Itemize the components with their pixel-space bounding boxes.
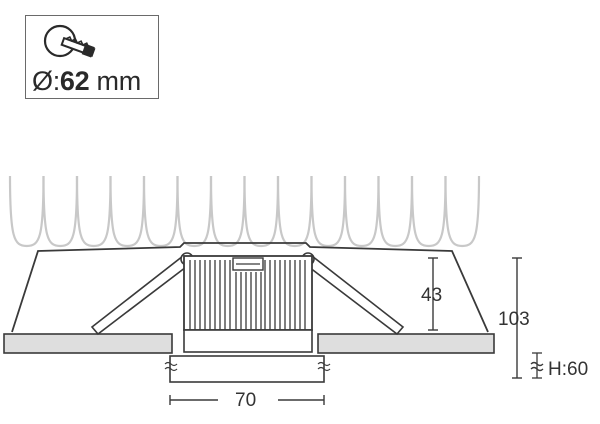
insulation-loop: [276, 175, 313, 248]
insulation-loop: [377, 175, 414, 248]
insulation-loop: [8, 175, 45, 248]
ceiling-thickness-mark: [530, 352, 544, 379]
hole-saw-icon: [43, 24, 96, 58]
heatsink-fins: [189, 260, 306, 330]
break-marks: [164, 361, 331, 372]
insulation-loop: [243, 175, 280, 248]
insulation-loop: [109, 175, 146, 248]
insulation-loop: [209, 175, 246, 248]
insulation-loop: [343, 175, 380, 248]
separator: :: [52, 66, 61, 96]
insulation-loop: [410, 175, 447, 248]
spring-left: [90, 252, 194, 336]
dimension-103: [512, 257, 522, 379]
insulation-loop: [176, 175, 213, 248]
cutout-diameter-text: Ø:62 mm: [32, 66, 141, 97]
dimension-43-label: 43: [421, 285, 443, 306]
dimension-70-label: 70: [235, 390, 257, 411]
insulation-loop: [444, 175, 481, 248]
ceiling-board-left: [3, 333, 173, 354]
body-collar: [183, 329, 313, 353]
cutout-badge: Ø:62 mm: [25, 15, 159, 99]
ceiling-height-label: H:60: [548, 359, 589, 380]
insulation-loop: [142, 175, 179, 248]
dimension-103-label: 103: [498, 309, 530, 330]
insulation-loops: [8, 175, 481, 248]
diameter-symbol: Ø: [32, 66, 53, 96]
dimension-43: [428, 257, 438, 331]
front-trim: [169, 355, 325, 383]
insulation-cover: [11, 242, 489, 333]
cutout-unit: mm: [96, 66, 142, 96]
insulation-loop: [310, 175, 347, 248]
insulation-loop: [75, 175, 112, 248]
spring-right: [301, 252, 405, 336]
cutout-value: 62: [59, 66, 90, 96]
dimension-70: [169, 395, 325, 405]
ceiling-board-right: [317, 333, 495, 354]
insulation-loop: [42, 175, 79, 248]
